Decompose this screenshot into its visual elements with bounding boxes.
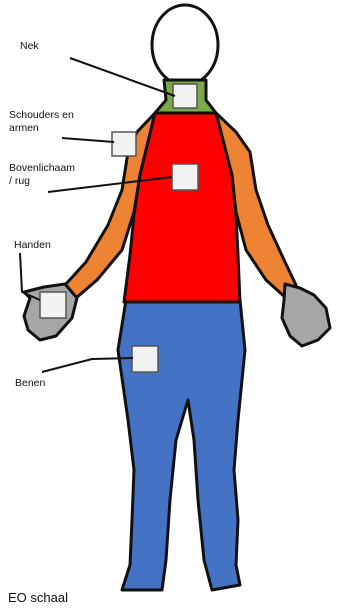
hand-right-region (282, 284, 330, 346)
label-legs: Benen (15, 377, 45, 390)
marker-shoulders-arms (112, 132, 136, 156)
caption: EO schaal (8, 590, 68, 605)
label-shoulders-arms-line2: armen (9, 122, 39, 135)
marker-legs (132, 346, 158, 372)
label-hands: Handen (14, 239, 51, 252)
label-neck: Nek (20, 40, 39, 53)
marker-upper-body (172, 164, 198, 190)
label-upper-body-line1: Bovenlichaam (9, 162, 75, 175)
leader-shoulders-arms (62, 138, 114, 142)
marker-hands (40, 292, 66, 318)
label-shoulders-arms-line1: Schouders en (9, 109, 74, 122)
head (152, 5, 218, 85)
legs-region (118, 300, 245, 590)
marker-neck (173, 84, 197, 108)
label-upper-body-line2: / rug (9, 175, 30, 188)
